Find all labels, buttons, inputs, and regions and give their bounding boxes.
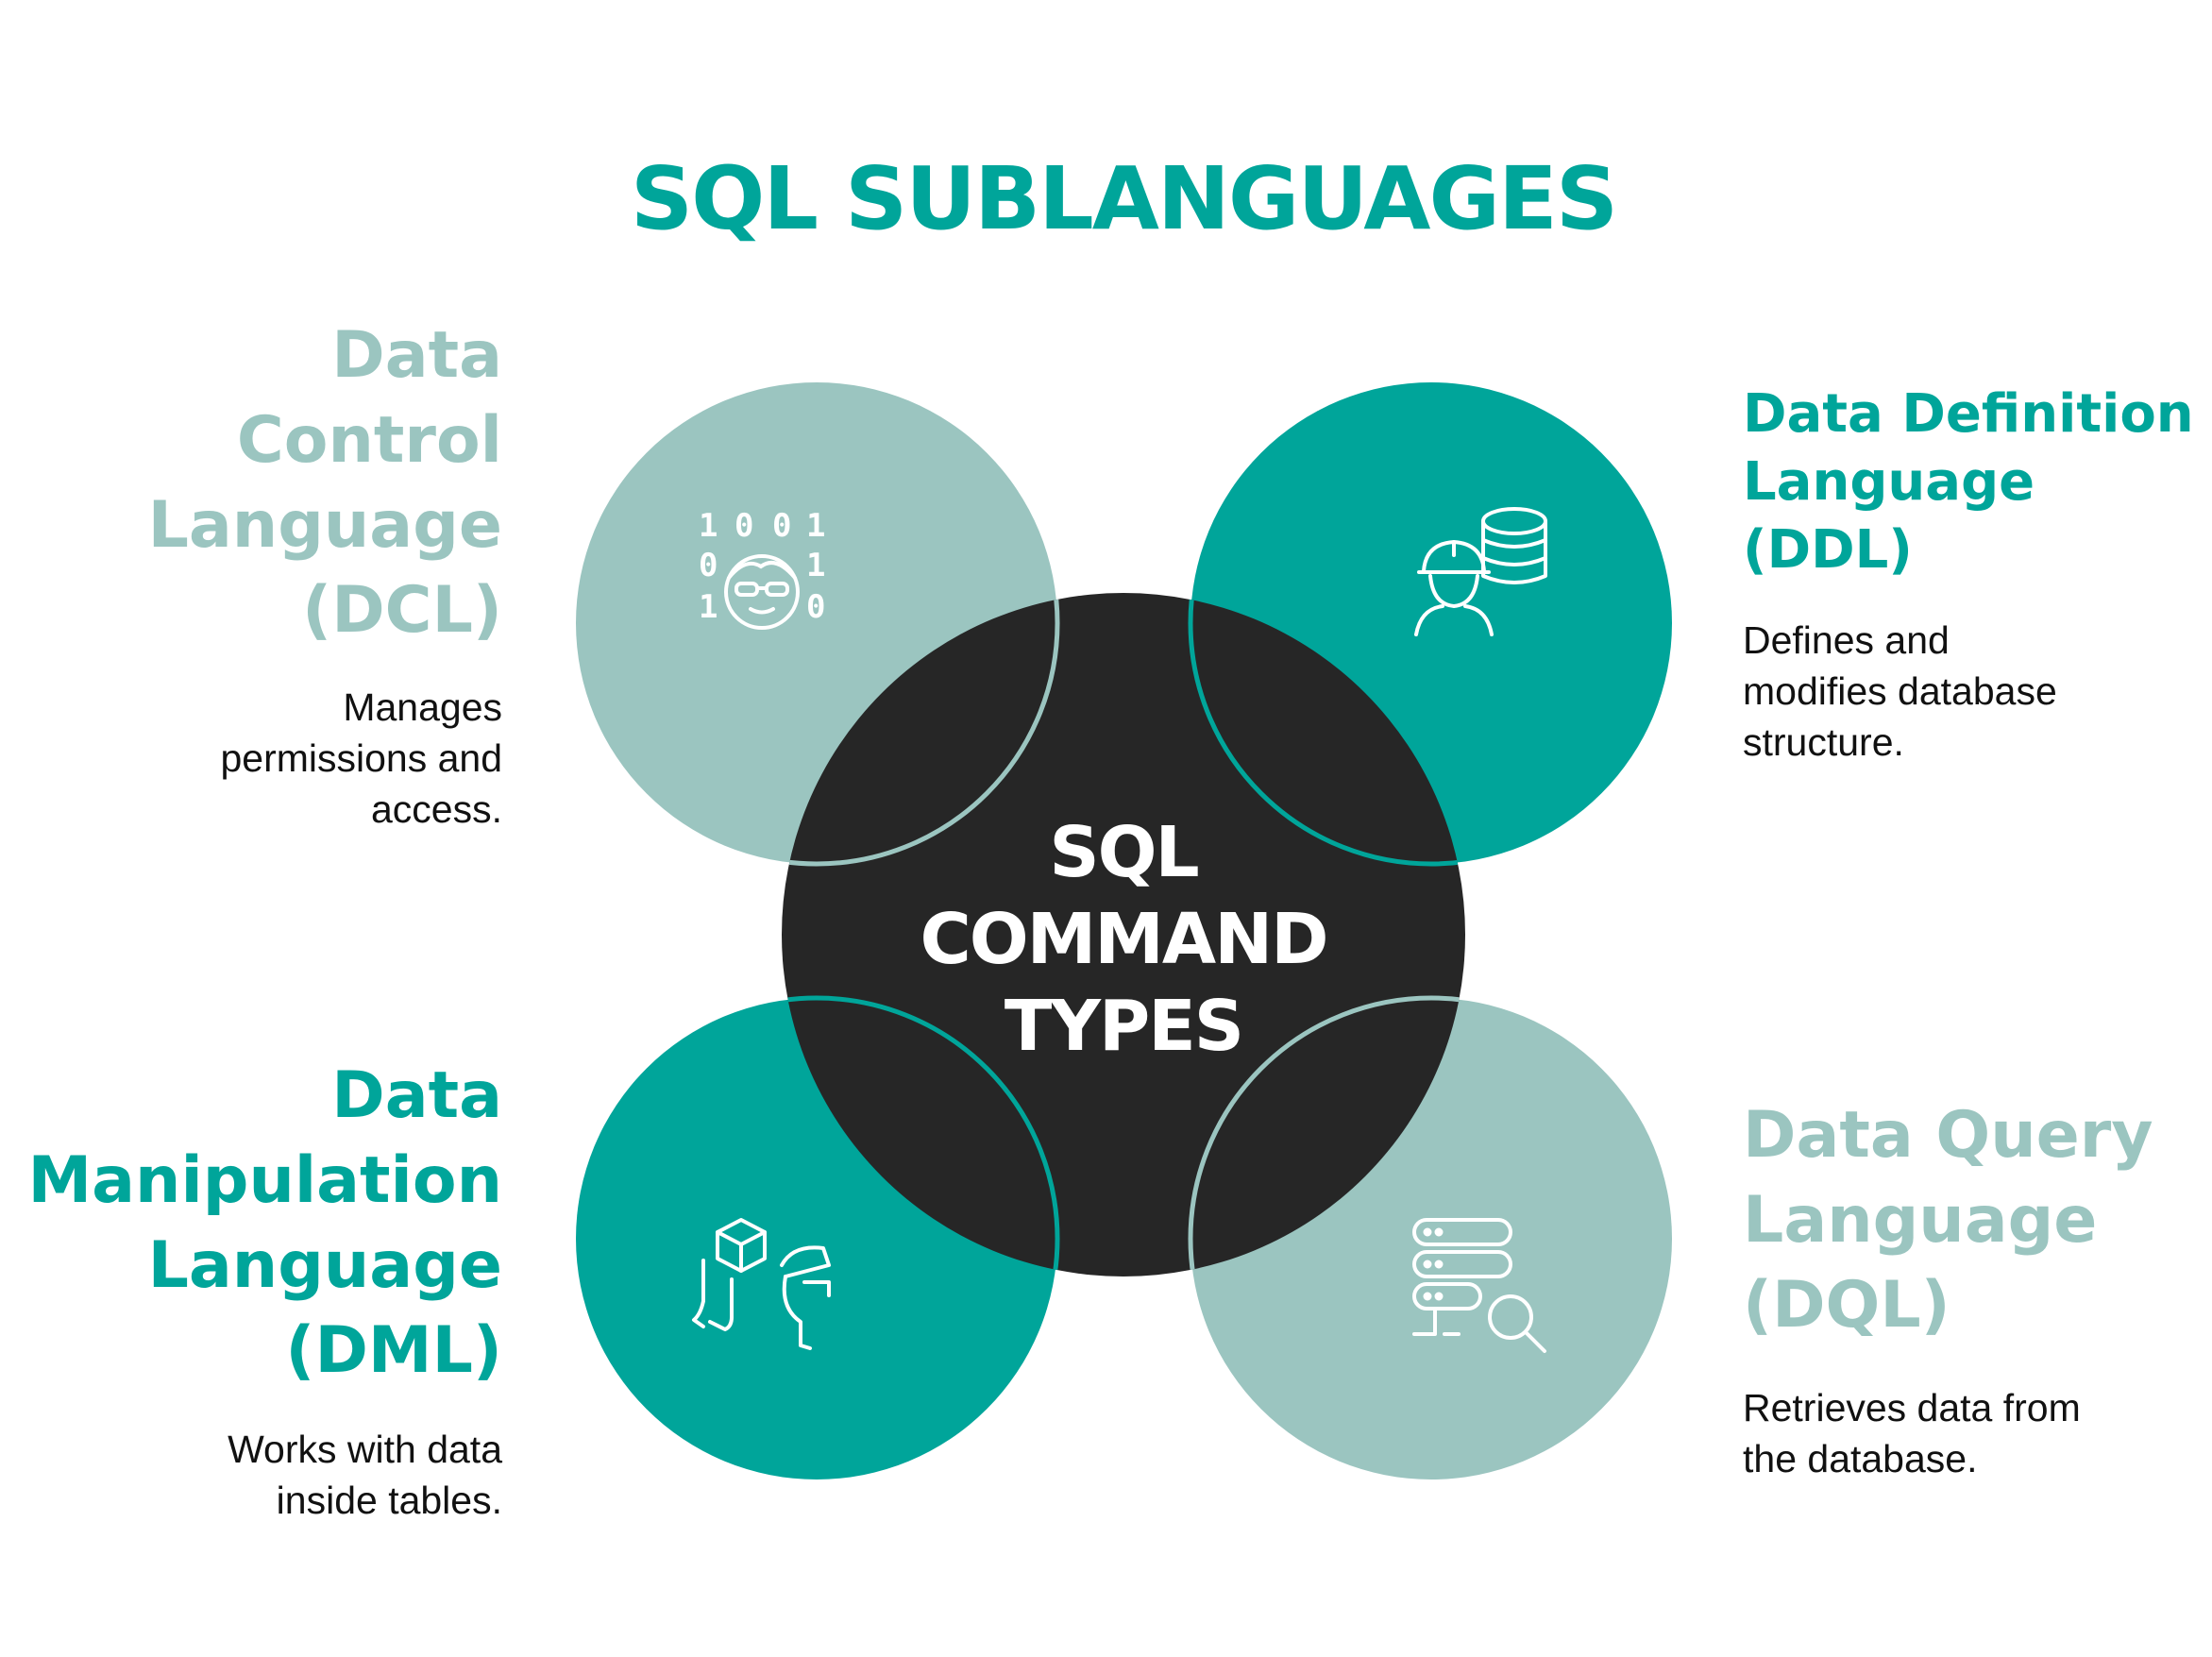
dml-desc-line-2: inside tables. — [277, 1479, 502, 1522]
svg-text:0: 0 — [806, 588, 825, 626]
server-search-icon — [1412, 1218, 1546, 1353]
dql-heading-line-2: Language — [1743, 1183, 2097, 1258]
dcl-heading: Data Control Language (DCL) — [148, 318, 502, 648]
dql-desc-line-2: the database. — [1743, 1437, 1977, 1480]
page-title: SQL SUBLANGUAGES — [631, 148, 1616, 249]
dql-heading-line-1: Data Query — [1743, 1098, 2153, 1173]
dml-desc-line-1: Works with data — [228, 1428, 502, 1471]
dql-description: Retrieves data from the database. — [1743, 1386, 2081, 1480]
svg-text:0: 0 — [699, 547, 718, 584]
dcl-description: Manages permissions and access. — [220, 685, 502, 831]
dcl-heading-line-4: (DCL) — [302, 573, 502, 648]
dcl-heading-line-2: Control — [237, 403, 502, 478]
dcl-heading-line-3: Language — [148, 488, 502, 563]
dql-heading-line-3: (DQL) — [1743, 1268, 1950, 1343]
dml-heading-line-3: Language — [148, 1228, 502, 1303]
overlap-outlines — [782, 593, 1465, 1277]
dml-heading: Data Manipulation Language (DML) — [28, 1058, 503, 1388]
ddl-heading-line-3: (DDL) — [1743, 519, 1913, 581]
svg-text:1: 1 — [699, 507, 718, 545]
hand-cube-vr-icon — [692, 1218, 831, 1350]
dcl-desc-line-1: Manages — [343, 685, 502, 729]
svg-text:0: 0 — [735, 507, 753, 545]
ddl-heading-line-2: Language — [1743, 451, 2035, 513]
svg-text:1: 1 — [806, 547, 825, 584]
dml-description: Works with data inside tables. — [228, 1428, 502, 1522]
dql-desc-line-1: Retrieves data from — [1743, 1386, 2081, 1429]
dml-heading-line-4: (DML) — [285, 1313, 502, 1388]
ddl-heading: Data Definition Language (DDL) — [1743, 383, 2194, 581]
center-label-line-2: COMMAND — [920, 899, 1326, 980]
svg-text:0: 0 — [772, 507, 791, 545]
ddl-desc-line-1: Defines and — [1743, 618, 1950, 662]
ddl-desc-line-2: modifies database — [1743, 669, 2057, 713]
center-label-line-1: SQL — [1049, 812, 1198, 893]
center-label: SQL COMMAND TYPES — [920, 812, 1328, 1067]
dcl-heading-line-1: Data — [331, 318, 502, 393]
dcl-desc-line-3: access. — [371, 787, 502, 831]
dql-heading: Data Query Language (DQL) — [1743, 1098, 2153, 1343]
center-circle — [782, 593, 1465, 1277]
binary-face-icon: 1 0 0 1 0 1 1 0 — [699, 507, 825, 630]
engineer-database-icon — [1414, 507, 1547, 636]
dml-heading-line-2: Manipulation — [28, 1143, 503, 1218]
center-label-line-3: TYPES — [1005, 986, 1242, 1067]
svg-text:1: 1 — [699, 588, 718, 626]
svg-text:1: 1 — [806, 507, 825, 545]
ddl-description: Defines and modifies database structure. — [1743, 618, 2057, 764]
dcl-desc-line-2: permissions and — [220, 736, 502, 780]
ddl-desc-line-3: structure. — [1743, 720, 1904, 764]
dml-heading-line-1: Data — [331, 1058, 502, 1133]
ddl-heading-line-1: Data Definition — [1743, 383, 2194, 445]
